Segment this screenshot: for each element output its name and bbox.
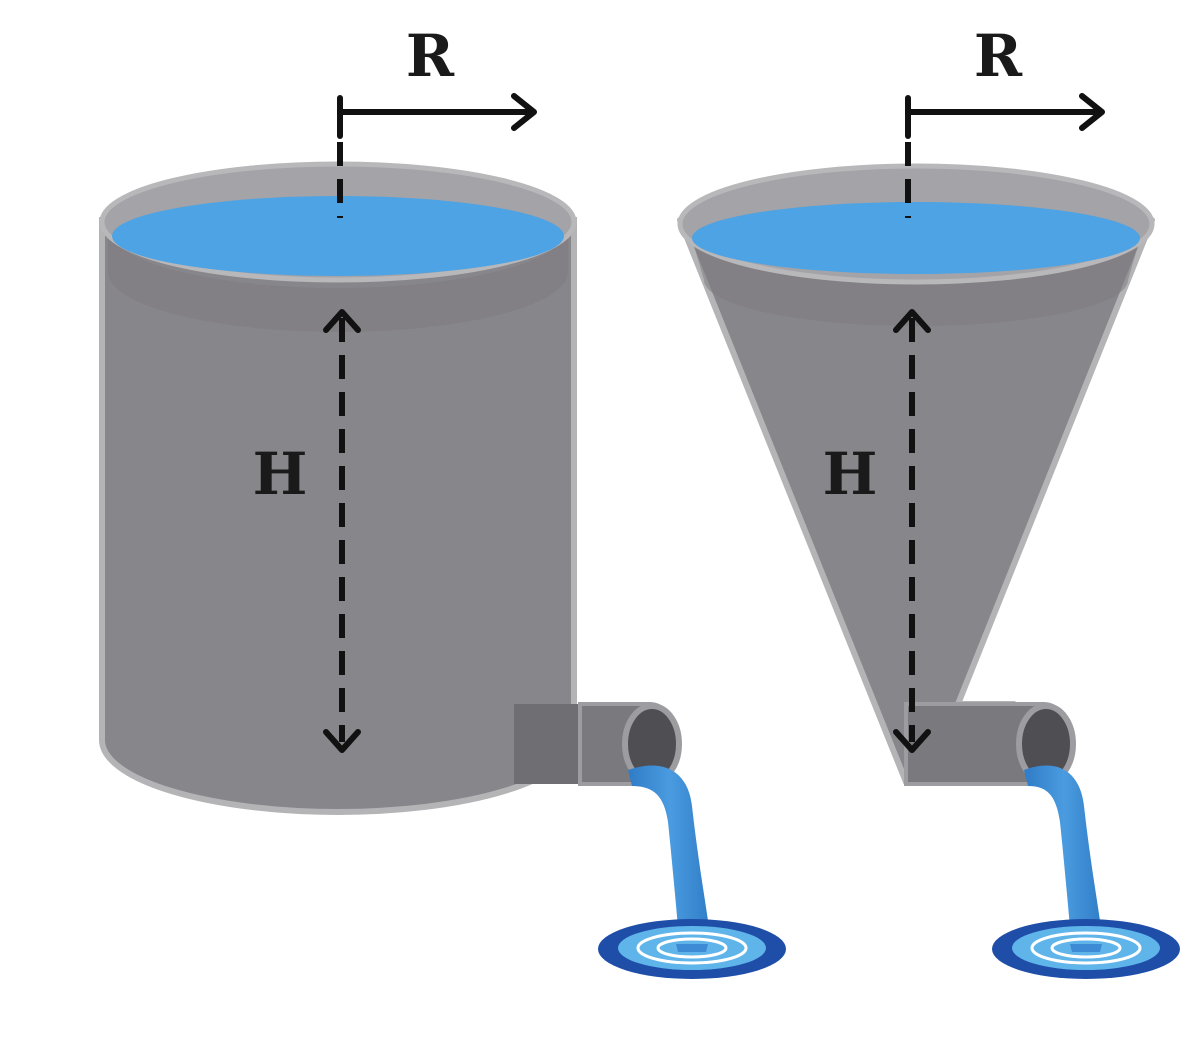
cone-radius-label: R (974, 22, 1023, 90)
cylinder-water-surface (112, 196, 564, 276)
cone-inner-shade (690, 232, 1142, 326)
cone-height-label: H (823, 440, 878, 508)
cylinder-outlet-pipe (514, 702, 682, 786)
cylinder-height-dimension: H (253, 309, 361, 753)
cone-water-surface (692, 202, 1140, 274)
cone-splash-pool (992, 919, 1180, 979)
cone-tank: R H (677, 22, 1180, 979)
cylinder-height-label: H (253, 440, 308, 508)
cylinder-splash-pool (598, 919, 786, 979)
cylinder-radius-dimension: R (337, 22, 537, 218)
cylinder-tank: R H (99, 22, 786, 979)
cone-radius-dimension: R (905, 22, 1105, 218)
cylinder-radius-label: R (406, 22, 455, 90)
cylinder-water-stream (628, 765, 712, 950)
cone-height-dimension: H (823, 309, 931, 753)
cylinder-inner-shade (108, 228, 568, 332)
cone-water-stream (1024, 765, 1104, 950)
